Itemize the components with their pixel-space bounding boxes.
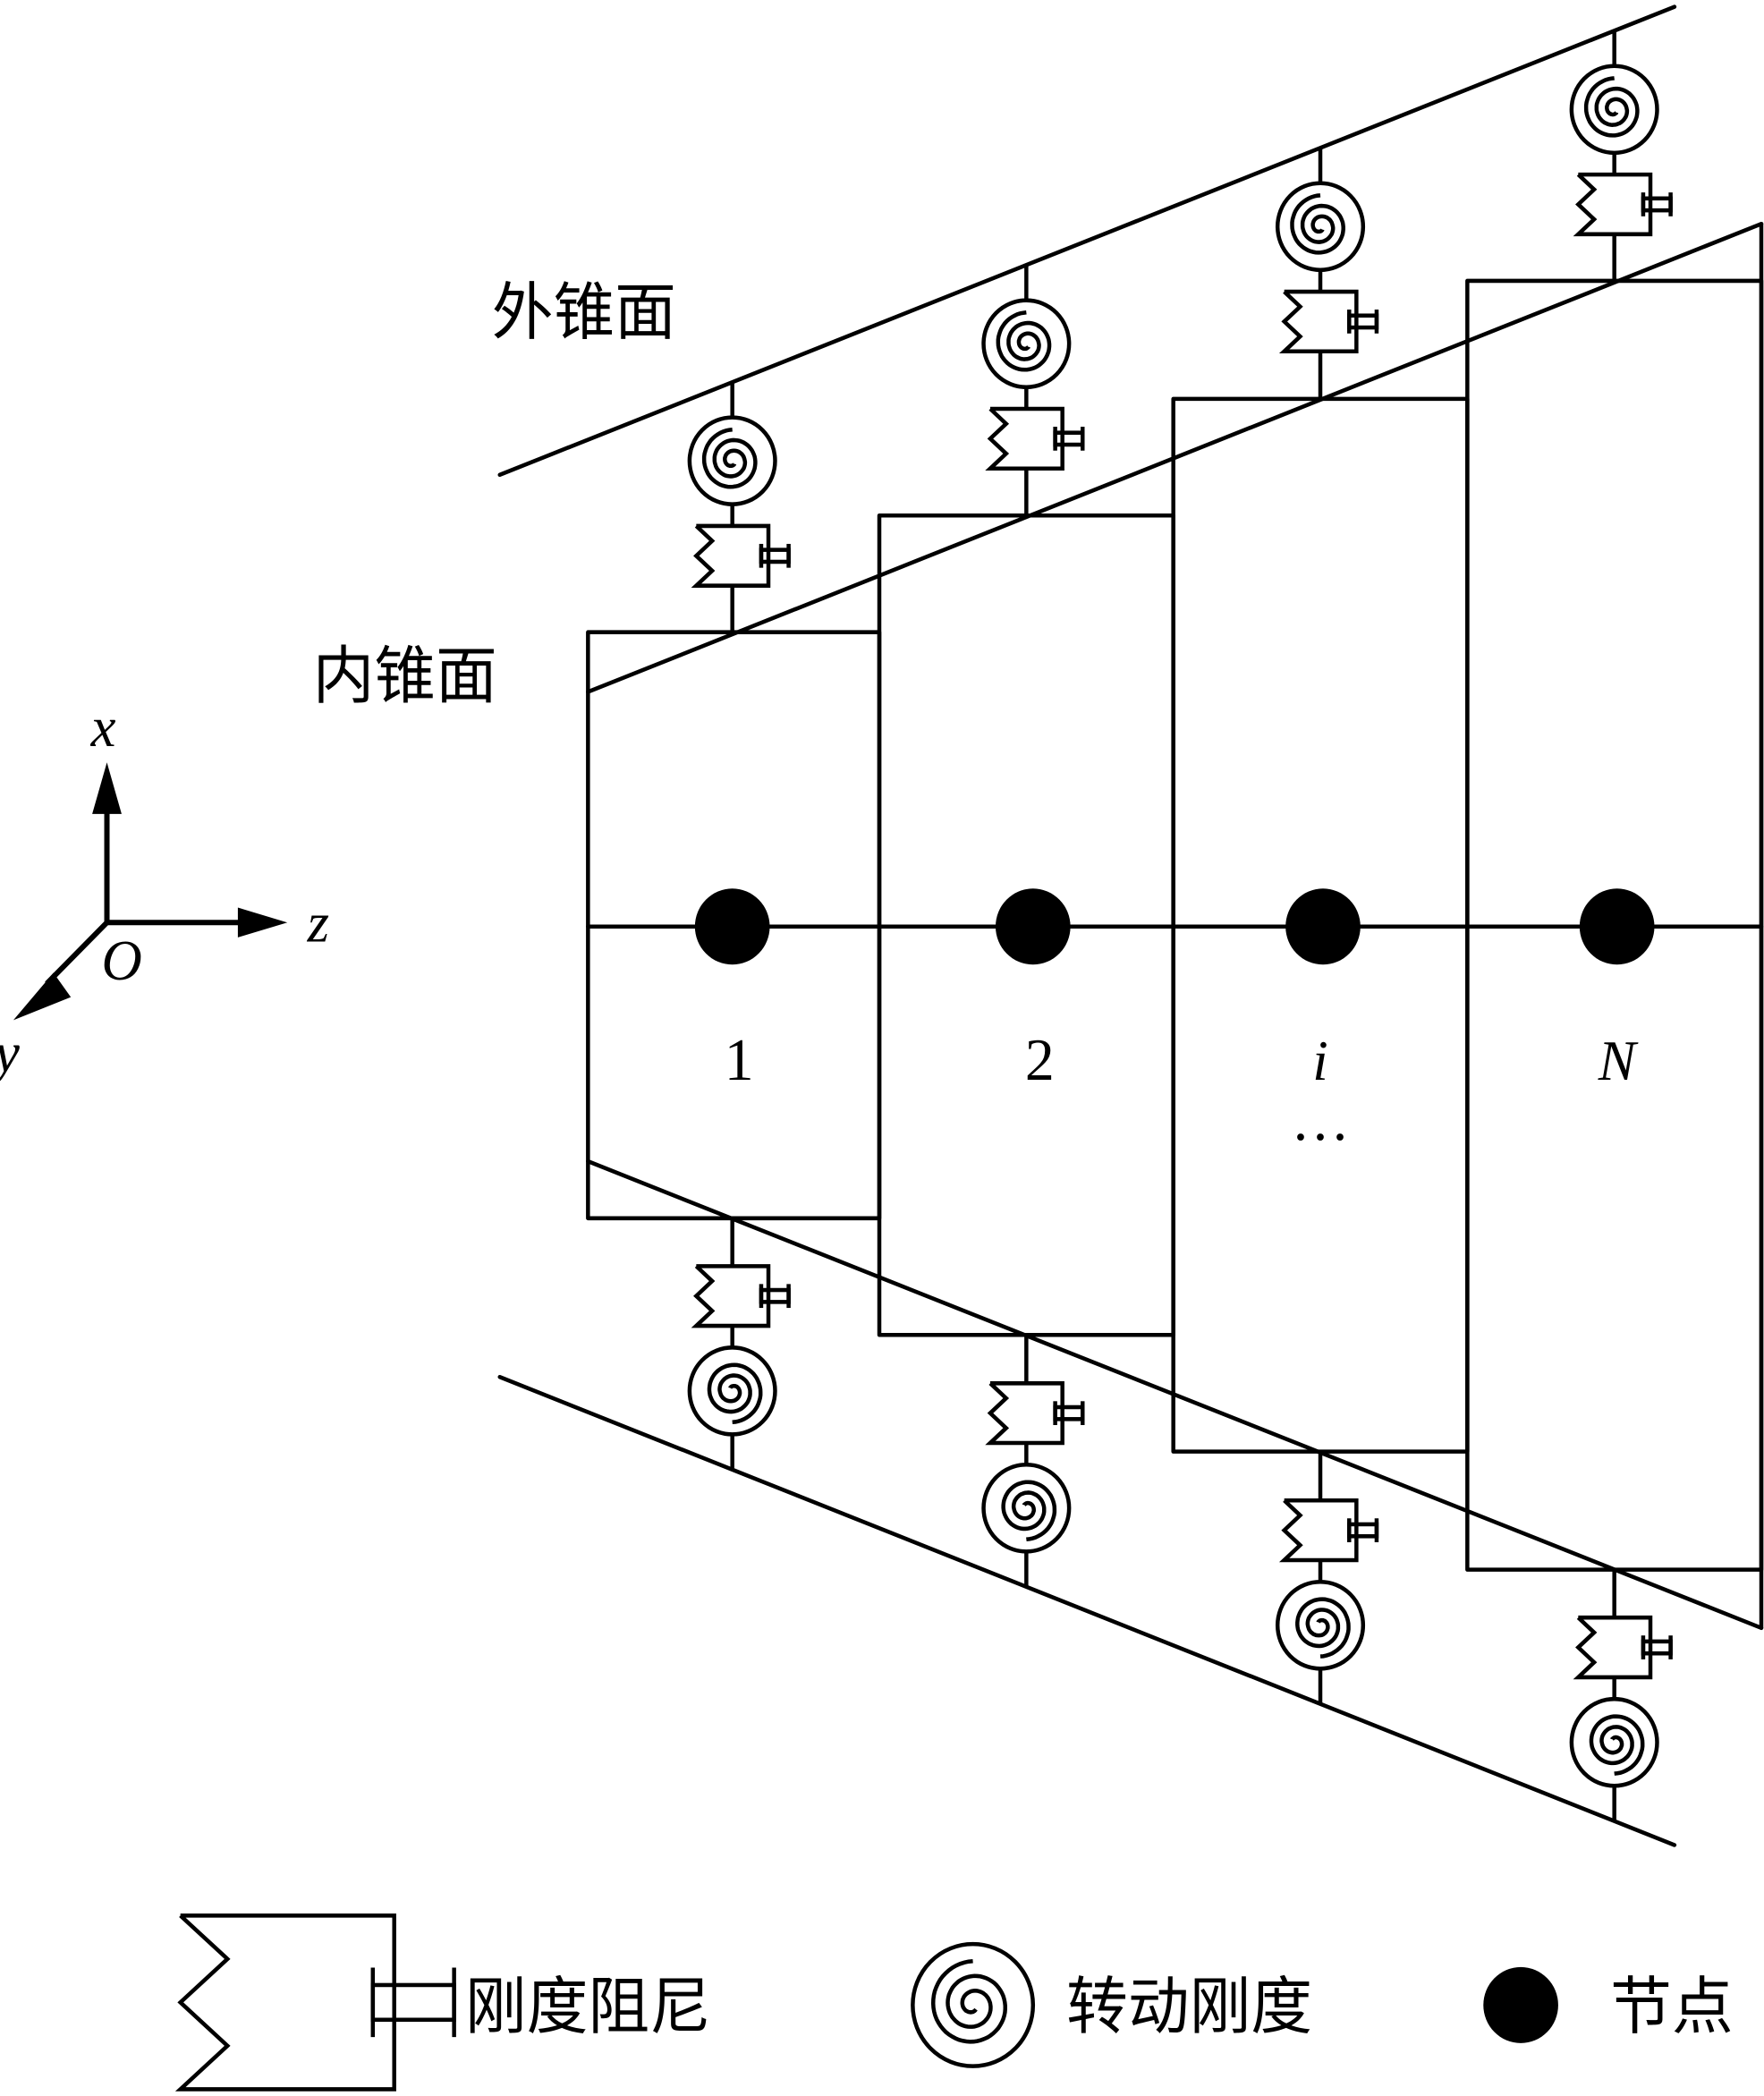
rotational-spring-icon	[981, 298, 1072, 390]
rotational-spring-icon	[1275, 181, 1366, 273]
y-axis-line	[45, 921, 109, 986]
element-label: i	[1312, 1030, 1327, 1093]
stiffness-damper-icon	[691, 1264, 791, 1328]
axis-z-label: z	[307, 891, 329, 955]
stiffness-damper-icon	[1278, 289, 1379, 354]
legend-node-label: 节点	[1610, 1972, 1733, 2044]
legend-rotational-label: 转动刚度	[1066, 1972, 1312, 2044]
coordinate-axes	[13, 762, 288, 1021]
node-4	[1579, 888, 1655, 965]
stiffness-damper-icon	[1278, 1498, 1379, 1563]
outer-cone-bottom-line	[497, 1374, 1677, 1847]
element-label: 1	[725, 1028, 754, 1094]
y-arrow-icon	[13, 972, 72, 1021]
rotational-spring-icon	[1569, 1696, 1659, 1788]
rotational-spring-icon	[981, 1463, 1072, 1554]
legend-rotational-spring-icon	[911, 1941, 1036, 2068]
axis-y-label: y	[0, 1022, 21, 1085]
node-2	[995, 888, 1071, 965]
top-spring-damper-3	[1275, 148, 1379, 399]
element-label: N	[1598, 1030, 1640, 1093]
stiffness-damper-icon	[1573, 172, 1673, 237]
stiffness-damper-icon	[691, 523, 791, 588]
rotational-spring-icon	[687, 415, 777, 506]
axis-origin-label: O	[102, 929, 142, 992]
element-label: 2	[1025, 1028, 1055, 1094]
stiffness-damper-icon	[985, 1381, 1085, 1446]
node-3	[1285, 888, 1361, 965]
legend-damper-icon	[174, 1914, 456, 2092]
bottom-spring-damper-4	[1569, 1569, 1673, 1821]
top-spring-damper-1	[687, 382, 791, 632]
outer-cone-top-line	[497, 4, 1677, 478]
stiffness-damper-icon	[1573, 1615, 1673, 1680]
legend	[174, 1914, 1558, 2092]
x-arrow-icon	[92, 762, 122, 814]
rotational-spring-icon	[687, 1345, 777, 1437]
inner-cone-label: 内锥面	[313, 641, 497, 713]
bottom-spring-damper-1	[687, 1218, 791, 1470]
axis-x-label: x	[90, 696, 116, 759]
node-1	[694, 888, 770, 965]
ellipsis: …	[1291, 1087, 1350, 1153]
z-arrow-icon	[237, 907, 288, 938]
top-spring-damper-4	[1569, 30, 1673, 281]
bottom-spring-damper-2	[981, 1335, 1085, 1587]
top-spring-damper-2	[981, 265, 1085, 516]
legend-node-icon	[1483, 1966, 1558, 2043]
bottom-spring-damper-3	[1275, 1451, 1379, 1704]
rotational-spring-icon	[1569, 64, 1659, 156]
stiffness-damper-icon	[985, 406, 1085, 471]
outer-cone-label: 外锥面	[492, 277, 676, 350]
legend-damper-label: 刚度阻尼	[465, 1972, 711, 2044]
rotational-spring-icon	[1275, 1579, 1366, 1671]
